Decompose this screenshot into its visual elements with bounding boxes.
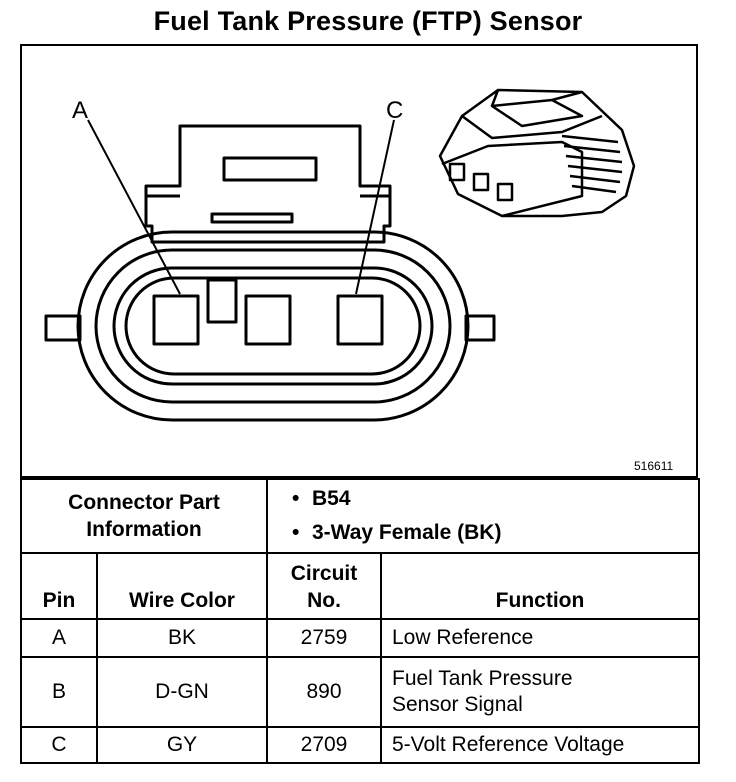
leader-c [355, 119, 395, 295]
connector-info-label-line1: Connector Part [68, 491, 220, 514]
function-text: 5-Volt Reference Voltage [392, 733, 625, 756]
header-circuit: Circuit No. [266, 552, 382, 620]
leader-a [87, 119, 181, 295]
connector-table: Connector Part Information B54 3-Way Fem… [20, 478, 700, 764]
latch-slot [222, 156, 318, 182]
connector-id: B54 [292, 482, 698, 516]
function-text: Fuel Tank Pressure [392, 667, 573, 690]
connector-info-label-line2: Information [86, 518, 202, 541]
header-circuit-line2: No. [307, 589, 341, 612]
pin-a-cavity [152, 294, 200, 346]
function-text: Low Reference [392, 626, 534, 649]
circuit-cell: 2709 [266, 726, 382, 764]
connector-type: 3-Way Female (BK) [292, 516, 698, 550]
wire-color-cell: D-GN [96, 656, 268, 728]
latch-housing [144, 124, 392, 244]
connector-info-row: Connector Part Information B54 3-Way Fem… [20, 478, 700, 554]
header-wire-color: Wire Color [96, 552, 268, 620]
pin-b-cavity [244, 294, 292, 346]
figure-number: 516611 [634, 459, 673, 473]
header-pin: Pin [20, 552, 98, 620]
pin-c-cavity [336, 294, 384, 346]
table-row: B D-GN 890 Fuel Tank Pressure Sensor Sig… [20, 656, 700, 728]
function-text: Sensor Signal [392, 693, 523, 716]
connector-info-list: B54 3-Way Female (BK) [266, 478, 700, 554]
pin-cell: B [20, 656, 98, 728]
header-function: Function [380, 552, 700, 620]
cavity-wall [124, 276, 422, 376]
callout-a: A [72, 97, 88, 124]
page-title: Fuel Tank Pressure (FTP) Sensor [153, 6, 583, 36]
callout-c: C [386, 97, 403, 124]
circuit-cell: 890 [266, 656, 382, 728]
connector-info-label: Connector Part Information [20, 478, 268, 554]
table-row: A BK 2759 Low Reference [20, 618, 700, 658]
function-cell: Low Reference [380, 618, 700, 658]
wire-color-cell: GY [96, 726, 268, 764]
table-row: C GY 2709 5-Volt Reference Voltage [20, 726, 700, 764]
wire-color-cell: BK [96, 618, 268, 658]
function-cell: 5-Volt Reference Voltage [380, 726, 700, 764]
left-tab [44, 314, 82, 342]
circuit-cell: 2759 [266, 618, 382, 658]
key-tab [206, 278, 238, 324]
table-header-row: Pin Wire Color Circuit No. Function [20, 552, 700, 620]
connector-diagram: A C 516611 [20, 44, 698, 478]
right-tab [464, 314, 496, 342]
outer-shell [76, 230, 470, 422]
function-cell: Fuel Tank Pressure Sensor Signal [380, 656, 700, 728]
pin-cell: C [20, 726, 98, 764]
header-circuit-line1: Circuit [290, 562, 358, 585]
pin-cell: A [20, 618, 98, 658]
connector-illustration: A C 516611 [44, 88, 673, 473]
middle-shell [94, 248, 452, 404]
inner-shell [112, 266, 434, 386]
connector-3d-icon [438, 88, 636, 218]
